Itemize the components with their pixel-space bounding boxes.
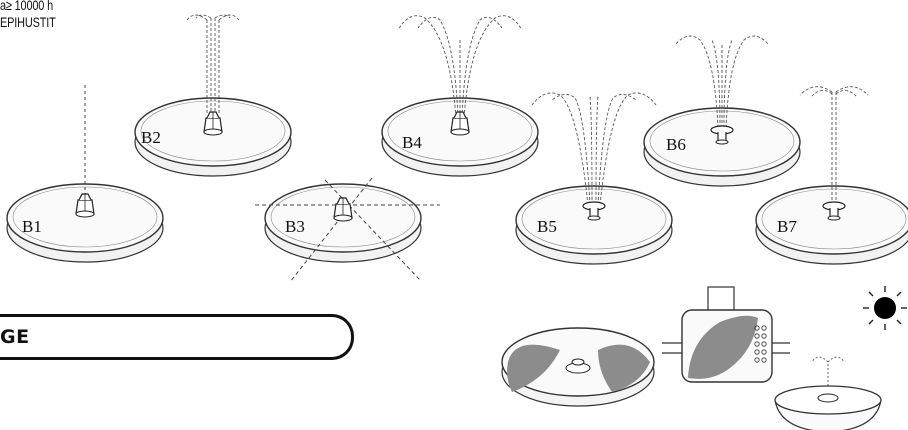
nozzle-b2: B2 [134,14,292,177]
spec-text: a≥ 10000 h EPIHUSTIT [0,0,56,31]
spec-line-hours: a≥ 10000 h [0,0,54,13]
small-fountain-illustration [774,356,882,430]
nozzle-b7: B7 [755,86,908,265]
sun-icon [863,286,907,330]
nozzle-label-b5: B5 [537,217,557,236]
section-title: GE [0,326,30,348]
nozzle-b4: B4 [381,15,539,177]
nozzle-label-b2: B2 [141,128,161,147]
nozzle-b6: B6 [643,35,801,187]
nozzle-b1: B1 [6,85,164,263]
section-banner [0,314,354,360]
nozzle-b3: B3 [255,177,440,283]
nozzle-label-b6: B6 [666,135,686,154]
pump-panel-illustration [662,286,790,383]
nozzle-label-b4: B4 [402,133,422,152]
spec-line-code: EPIHUSTIT [0,14,56,30]
nozzle-b5: B5 [515,92,673,265]
solar-fountain-basin-illustration [501,327,655,407]
nozzle-label-b7: B7 [777,217,797,236]
nozzle-label-b3: B3 [285,217,305,236]
nozzle-label-b1: B1 [22,217,42,236]
